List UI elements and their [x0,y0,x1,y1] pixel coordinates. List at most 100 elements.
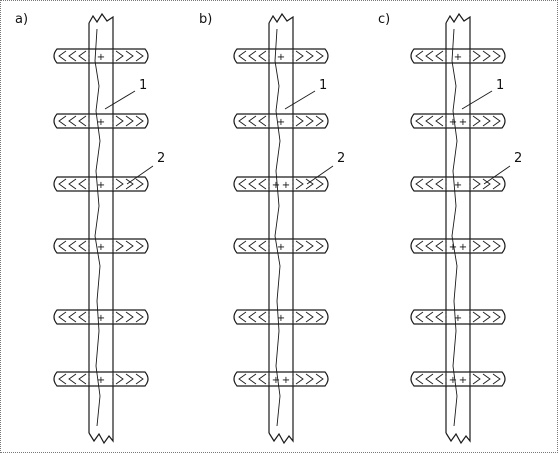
chevron-right-icon [472,373,481,385]
chevron-right-icon [125,115,134,127]
chevron-right-icon [482,50,491,62]
chevron-right-icon [125,311,134,323]
chevron-right-icon [472,240,481,252]
plus-mark: + [277,52,285,63]
callout-label: 1 [139,78,147,93]
tie-bar-outline [53,176,149,192]
chevron-left-icon [415,373,424,385]
tie-bar-outline [410,113,506,129]
chevron-right-icon [135,373,144,385]
chevron-left-icon [238,373,247,385]
chevron-left-icon [78,373,87,385]
rod-crack-line [451,28,458,427]
tie-bar-outline [233,238,329,254]
chevron-left-icon [58,240,67,252]
chevron-right-icon [482,373,491,385]
chevron-left-icon [78,115,87,127]
chevron-left-icon [248,50,257,62]
chevron-right-icon [315,178,324,190]
chevron-right-icon [115,178,124,190]
chevron-right-icon [115,50,124,62]
chevron-left-icon [258,311,267,323]
tie-bar-outline [53,113,149,129]
plus-mark: + [272,180,280,191]
chevron-left-icon [425,50,434,62]
chevron-left-icon [425,240,434,252]
plus-mark: + [459,375,467,386]
chevron-right-icon [305,311,314,323]
plus-mark: + [449,375,457,386]
chevron-left-icon [78,178,87,190]
tie-bar-outline [233,309,329,325]
chevron-left-icon [415,50,424,62]
chevron-left-icon [238,311,247,323]
tie-bar: + [53,309,149,325]
plus-mark: + [282,375,290,386]
chevron-left-icon [248,178,257,190]
chevron-left-icon [68,311,77,323]
chevron-right-icon [472,178,481,190]
chevron-left-icon [78,311,87,323]
tie-bar: + [53,371,149,387]
chevron-left-icon [238,115,247,127]
tie-bar: ++ [410,238,506,254]
chevron-right-icon [295,50,304,62]
tie-bar-outline [53,371,149,387]
chevron-right-icon [295,115,304,127]
rod-break-top [268,12,294,24]
tie-bar-outline [53,309,149,325]
chevron-left-icon [68,115,77,127]
callout-leader-line [104,90,136,110]
plus-mark: + [459,117,467,128]
tie-bar-outline [410,371,506,387]
tie-bar-outline [410,309,506,325]
chevron-right-icon [315,373,324,385]
chevron-right-icon [295,240,304,252]
tie-bar: + [53,113,149,129]
rod-crack-line [274,28,281,427]
chevron-right-icon [492,373,501,385]
chevron-left-icon [435,240,444,252]
panel-b: b) ++++++++12 [199,12,345,445]
panel-c: c) +++++++++12 [378,12,522,445]
chevron-right-icon [482,178,491,190]
panel-a: a) ++++++12 [15,12,165,445]
plus-mark: + [97,313,105,324]
chevron-right-icon [115,311,124,323]
chevron-left-icon [238,50,247,62]
chevron-right-icon [115,373,124,385]
rod-break-bottom [445,432,471,445]
chevron-left-icon [238,178,247,190]
tie-bar: + [53,238,149,254]
chevron-left-icon [68,178,77,190]
chevron-left-icon [248,115,257,127]
chevron-left-icon [415,178,424,190]
callout-label: 1 [319,78,327,93]
chevron-right-icon [472,50,481,62]
chevron-right-icon [492,240,501,252]
callout-leader-line [461,90,493,110]
tie-bar: ++ [233,371,329,387]
chevron-right-icon [305,178,314,190]
chevron-left-icon [238,240,247,252]
chevron-left-icon [58,311,67,323]
chevron-right-icon [135,115,144,127]
tie-bar-outline [53,48,149,64]
chevron-right-icon [135,50,144,62]
rod-break-top [88,12,114,24]
tie-bar: + [233,113,329,129]
rod-break-bottom [88,432,114,445]
plus-mark: + [97,117,105,128]
chevron-left-icon [415,240,424,252]
chevron-left-icon [435,178,444,190]
tie-bar-outline [233,113,329,129]
tie-bar: + [233,238,329,254]
chevron-left-icon [58,178,67,190]
tie-bar: + [410,309,506,325]
rod-break-bottom [268,432,294,445]
chevron-left-icon [415,311,424,323]
plus-mark: + [272,375,280,386]
chevron-right-icon [315,115,324,127]
tie-bar-outline [233,371,329,387]
chevron-right-icon [472,115,481,127]
